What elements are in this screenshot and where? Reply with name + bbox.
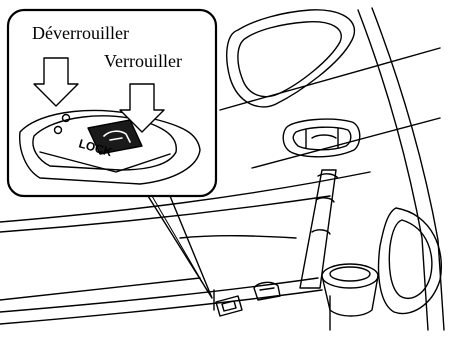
unlock-label: Déverrouiller: [32, 24, 129, 42]
interior-door-handle: [283, 119, 360, 157]
lock-label: Verrouiller: [104, 52, 182, 70]
side-mirror: [227, 10, 355, 107]
armrest: [0, 278, 330, 330]
door-speaker: [379, 208, 442, 314]
door-frame: [220, 8, 444, 330]
